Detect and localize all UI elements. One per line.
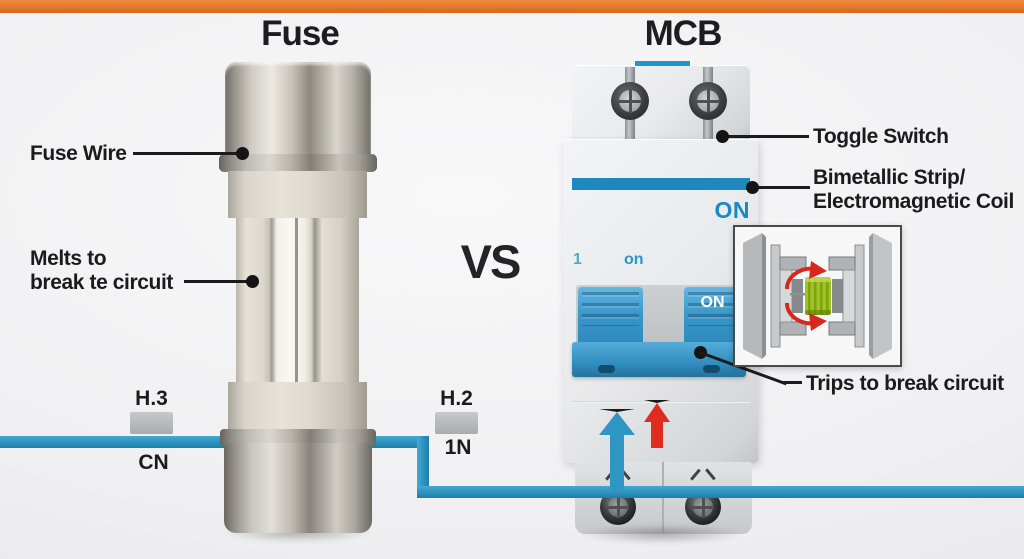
toggle-lever-left xyxy=(578,287,643,347)
trip-current-arrow-shaft xyxy=(651,417,663,448)
up-arrow-icon xyxy=(599,409,635,435)
toggle-bar-slot xyxy=(703,365,720,373)
fuse-top-cap xyxy=(225,62,371,157)
mcb-pole-on-marking: on xyxy=(624,251,644,268)
screw-icon xyxy=(689,82,727,120)
trips-label: Trips to break circuit xyxy=(806,372,1004,395)
mcb-shadow xyxy=(578,524,744,544)
fuse-bottom-cap-flange xyxy=(220,429,376,446)
fuse-ceramic-collar-top xyxy=(228,171,367,218)
bimetallic-leader-dot xyxy=(746,181,759,194)
screw-slot xyxy=(616,496,620,518)
fuse-title: Fuse xyxy=(261,14,340,53)
screw-slot xyxy=(706,89,710,113)
bimetallic-label-line1: Bimetallic Strip/ xyxy=(813,166,965,189)
melts-label-line1: Melts to xyxy=(30,247,107,270)
mechanism-drawing xyxy=(743,233,892,359)
melts-label-line2: break te circuit xyxy=(30,270,173,294)
toggle-lever-right: ON xyxy=(684,287,741,347)
up-arrow-icon xyxy=(644,400,670,422)
toggle-switch-leader-dot xyxy=(716,130,729,143)
screw-slot xyxy=(628,89,632,113)
fuse-body-window xyxy=(236,218,359,383)
mcb-title-underline xyxy=(635,61,690,66)
fuse-element-wire xyxy=(295,218,298,383)
mcb-front-stripe xyxy=(572,178,750,190)
toggle-on-text: ON xyxy=(700,294,725,311)
versus-text: VS xyxy=(460,235,522,288)
neutral-flow-arrow-shaft xyxy=(610,430,624,490)
melts-leader-dot xyxy=(246,275,259,288)
mcb-body-circle-detail xyxy=(692,424,718,450)
bimetallic-label-line2: Electromagnetic Coil xyxy=(813,189,1014,213)
wire-connector-block xyxy=(130,412,173,434)
screw-icon xyxy=(611,82,649,120)
mcb-title: MCB xyxy=(644,14,723,53)
screw-slot xyxy=(701,496,705,518)
neutral-wire-elbow xyxy=(417,436,429,498)
trips-leader-line xyxy=(782,381,802,384)
neutral-left-tag: CN xyxy=(138,451,169,474)
live-right-tag: H.2 xyxy=(440,387,473,410)
live-left-tag: H.3 xyxy=(135,387,168,410)
fuse-ceramic-collar-bottom xyxy=(228,382,367,431)
wire-connector-block xyxy=(435,412,478,434)
neutral-right-tag: 1N xyxy=(444,436,472,459)
toggle-bar-slot xyxy=(598,365,615,373)
melts-leader-line xyxy=(184,280,250,283)
mcb-internal-mechanism-inset xyxy=(733,225,902,367)
fuse-bottom-cap xyxy=(224,443,372,533)
toggle-switch-leader-line xyxy=(727,135,809,138)
mcb-status-on-text: ON xyxy=(714,197,750,223)
bimetallic-leader-line xyxy=(757,186,810,189)
screw-icon xyxy=(685,489,721,525)
melts-label: Melts to break te circuit xyxy=(30,247,173,295)
toggle-switch-label: Toggle Switch xyxy=(813,125,949,148)
fuse-wire-leader-dot xyxy=(236,147,249,160)
live-wire-orange xyxy=(0,0,1024,13)
fuse-wire-leader-line xyxy=(133,152,241,155)
bimetallic-label: Bimetallic Strip/ Electromagnetic Coil xyxy=(813,166,1014,214)
fuse-wire-label: Fuse Wire xyxy=(30,142,127,165)
neutral-wire-lower xyxy=(417,486,1024,498)
fuse-top-cap-flange xyxy=(219,154,377,172)
mcb-pole-number: 1 xyxy=(573,251,582,268)
